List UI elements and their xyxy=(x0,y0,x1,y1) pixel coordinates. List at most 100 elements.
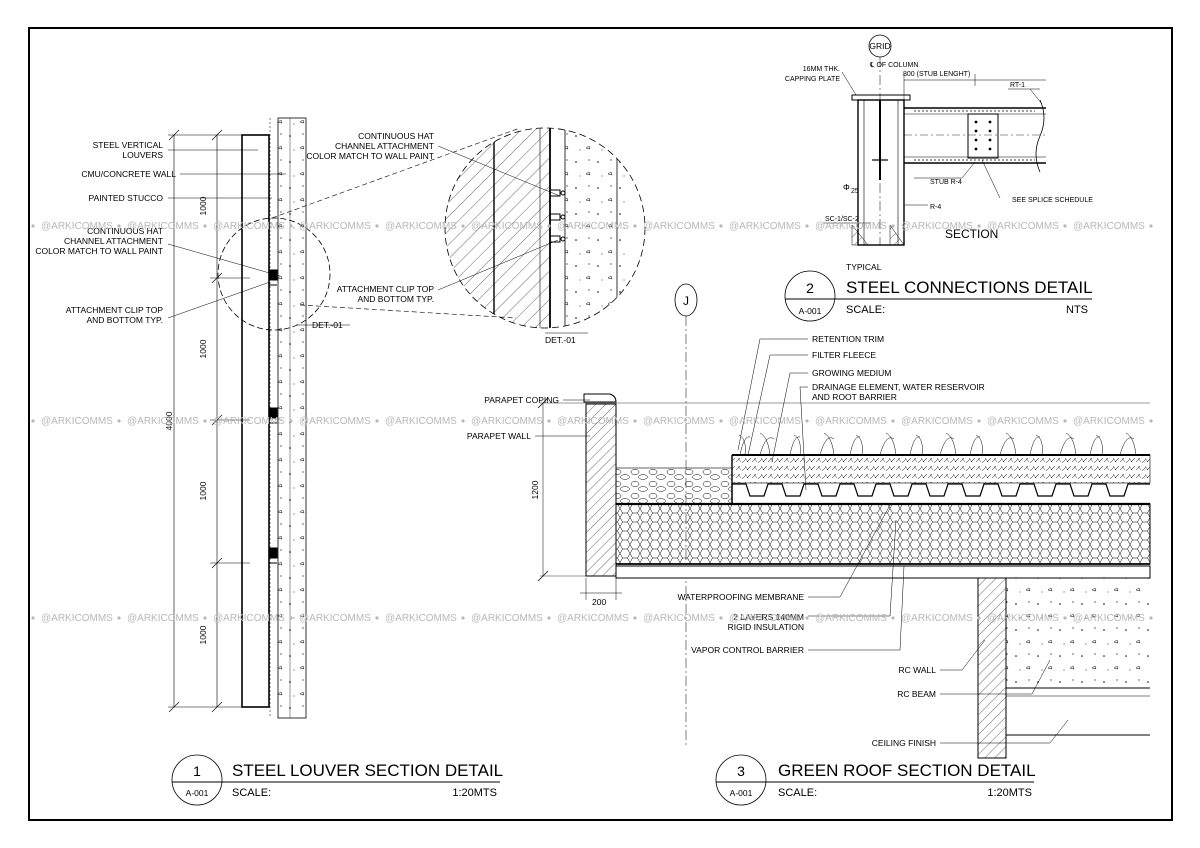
label-rc-beam: RC BEAM xyxy=(897,689,936,699)
watermark-dot xyxy=(547,224,551,228)
watermark-text: @ARKICOMMS xyxy=(385,613,457,624)
label-vapor-control-barrier: VAPOR CONTROL BARRIER xyxy=(691,645,804,655)
watermark-dot xyxy=(547,616,551,620)
watermark-dot xyxy=(203,224,207,228)
watermark-text: @ARKICOMMS xyxy=(901,221,973,232)
watermark-dot xyxy=(805,419,809,423)
label-column-centerline: ℄ OF COLUMN xyxy=(869,62,918,69)
label-rt-1: RT-1 xyxy=(1010,82,1025,89)
watermark-dot xyxy=(203,419,207,423)
watermark-dot xyxy=(1063,419,1067,423)
label-growing-medium: GROWING MEDIUM xyxy=(812,368,891,378)
label-section: SECTION xyxy=(945,227,998,241)
steel-louver-plate xyxy=(241,134,270,708)
dim-parapet-height: 1200 xyxy=(530,480,540,499)
watermark-text: @ARKICOMMS xyxy=(385,221,457,232)
title1-name: STEEL LOUVER SECTION DETAIL xyxy=(232,761,503,780)
watermark-text: @ARKICOMMS xyxy=(729,221,801,232)
label-retention-trim: RETENTION TRIM xyxy=(812,334,884,344)
title2-scale: NTS xyxy=(1066,304,1088,316)
title3-number: 3 xyxy=(737,763,745,779)
watermark-dot xyxy=(117,419,121,423)
watermark-dot xyxy=(289,224,293,228)
watermark-dot xyxy=(891,616,895,620)
drainage-element xyxy=(731,483,1150,504)
watermark-text: @ARKICOMMS xyxy=(557,613,629,624)
watermark-text: @ARKICOMMS xyxy=(1073,416,1145,427)
watermark-text: @ARKICOMMS xyxy=(815,221,887,232)
watermark-dot xyxy=(289,419,293,423)
watermark-dot xyxy=(633,616,637,620)
watermark-text: @ARKICOMMS xyxy=(643,416,715,427)
watermark-dot xyxy=(719,224,723,228)
watermark-dot xyxy=(891,224,895,228)
watermark-dot xyxy=(31,224,35,228)
watermark-text: @ARKICOMMS xyxy=(471,613,543,624)
watermark-dot xyxy=(977,224,981,228)
watermark-layer: @ARKICOMMS @ARKICOMMS @ARKICOMMS @ARKICOMMS… xyxy=(31,221,1153,624)
watermark-text: @ARKICOMMS xyxy=(987,416,1059,427)
rc-beam-fill xyxy=(1006,578,1150,688)
watermark-dot xyxy=(1063,616,1067,620)
watermark-text: @ARKICOMMS xyxy=(1073,613,1145,624)
watermark-text: @ARKICOMMS xyxy=(41,416,113,427)
rc-wall xyxy=(977,577,1007,759)
watermark-text: @ARKICOMMS xyxy=(299,221,371,232)
watermark-dot xyxy=(1149,419,1153,423)
title2-bubble xyxy=(784,270,836,322)
title3-scale-label: SCALE: xyxy=(778,787,817,799)
label-r4: R-4 xyxy=(930,204,941,211)
watermark-dot xyxy=(375,224,379,228)
detail-2-steel-connections: GRID 800 (STUB LENG xyxy=(784,34,1093,322)
dim-4000-total: 4000 xyxy=(164,411,174,430)
dim-stub-length: 800 (STUB LENGHT) xyxy=(903,71,970,78)
watermark-dot xyxy=(461,419,465,423)
watermark-text: @ARKICOMMS xyxy=(643,221,715,232)
watermark-text: @ARKICOMMS xyxy=(127,416,199,427)
detail-3-green-roof: J xyxy=(467,283,1151,759)
label-parapet-coping: PARAPET COPING xyxy=(484,395,559,405)
watermark-text: @ARKICOMMS xyxy=(643,613,715,624)
detail-1-louver-section: 1000 1000 1000 1000 4000 DET.-01 STEEL V… xyxy=(35,117,350,719)
watermark-dot xyxy=(1149,224,1153,228)
watermark-text: @ARKICOMMS xyxy=(41,221,113,232)
title2-name: STEEL CONNECTIONS DETAIL xyxy=(846,278,1093,297)
title1-bubble xyxy=(171,754,223,806)
dim-1000-c: 1000 xyxy=(198,481,208,500)
sheet-border xyxy=(28,27,1173,821)
watermark-text: @ARKICOMMS xyxy=(127,613,199,624)
title3-scale: 1:20MTS xyxy=(987,787,1032,799)
watermark-dot xyxy=(547,419,551,423)
watermark-dot xyxy=(1149,616,1153,620)
title1-scale: 1:20MTS xyxy=(452,787,497,799)
label-capping-plate: 16MM THK.CAPPING PLATE xyxy=(785,66,840,83)
label-rc-wall: RC WALL xyxy=(899,665,937,675)
watermark-dot xyxy=(31,419,35,423)
title2-number: 2 xyxy=(806,280,814,296)
label-diameter-value: 25 xyxy=(851,188,859,195)
watermark-text: @ARKICOMMS xyxy=(299,416,371,427)
watermark-dot xyxy=(461,224,465,228)
parapet-wall xyxy=(585,403,617,577)
dim-1000-b: 1000 xyxy=(198,339,208,358)
watermark-text: @ARKICOMMS xyxy=(557,221,629,232)
label-splice-schedule: SEE SPLICE SCHEDULE xyxy=(1012,197,1093,204)
watermark-dot xyxy=(289,616,293,620)
watermark-dot xyxy=(719,616,723,620)
title3-name: GREEN ROOF SECTION DETAIL xyxy=(778,761,1036,780)
watermark-text: @ARKICOMMS xyxy=(901,613,973,624)
dim-parapet-width: 200 xyxy=(592,597,606,607)
watermark-text: @ARKICOMMS xyxy=(385,416,457,427)
title1-sheet: A-001 xyxy=(186,788,209,798)
parapet-coping xyxy=(583,393,617,403)
watermark-text: @ARKICOMMS xyxy=(729,416,801,427)
roof-slab xyxy=(615,565,1151,579)
label-ceiling-finish: CEILING FINISH xyxy=(872,738,936,748)
label-parapet-wall: PARAPET WALL xyxy=(467,431,531,441)
